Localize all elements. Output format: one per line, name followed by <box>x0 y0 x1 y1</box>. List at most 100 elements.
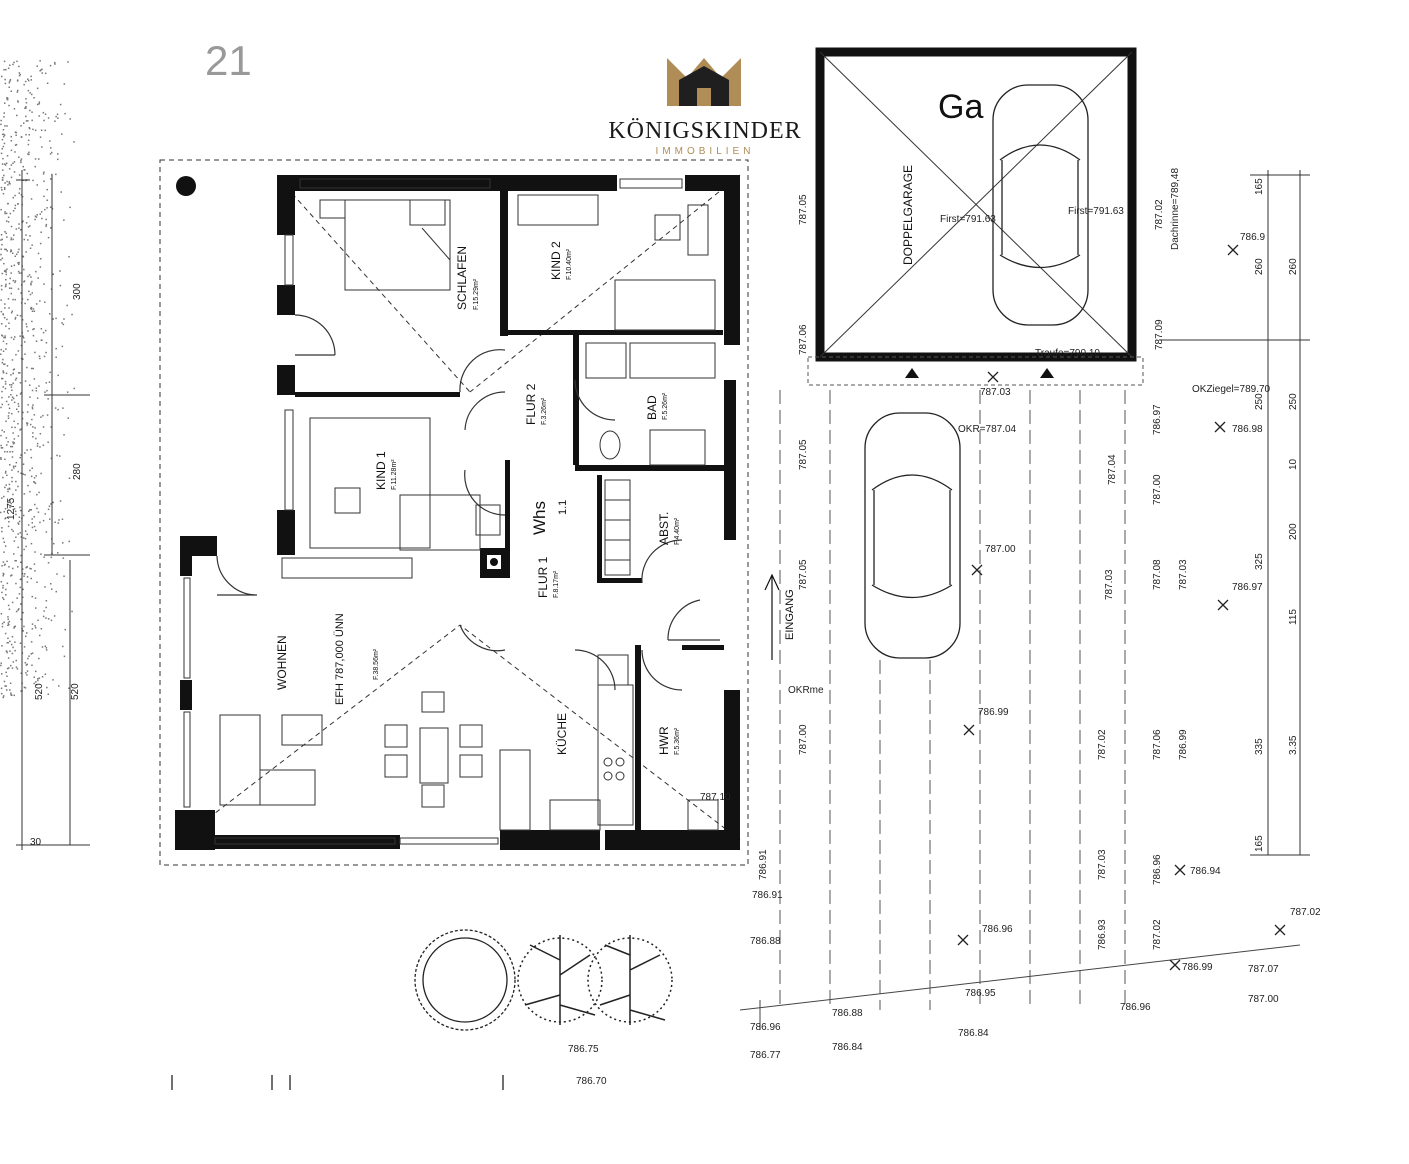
lv-6: 787.03 <box>980 387 1011 398</box>
tree-round <box>414 929 516 1031</box>
lv-35: 786.77 <box>750 1050 781 1061</box>
lv-7: 787.04 <box>1107 454 1118 485</box>
room-kind2: KIND 2 <box>549 241 563 280</box>
room-kind2-area: F.10.40m² <box>566 248 573 280</box>
dim-520a: 520 <box>34 683 45 700</box>
rdim-260b: 260 <box>1288 258 1299 275</box>
lv-19: 787.02 <box>1097 729 1108 760</box>
lv-21: 786.99 <box>1178 729 1189 760</box>
rdim-200: 200 <box>1288 523 1299 540</box>
right-dimension-chain <box>1160 170 1310 856</box>
entrance-arrow <box>764 573 780 660</box>
lv-34: 786.84 <box>832 1042 863 1053</box>
room-flur1: FLUR 1 <box>536 556 550 598</box>
lv-38: 786.75 <box>568 1044 599 1055</box>
garage-partial-label: Ga <box>938 88 983 126</box>
lv-16: 786.97 <box>1232 582 1263 593</box>
room-abst: ABST. <box>657 512 671 545</box>
lv-20: 787.06 <box>1152 729 1163 760</box>
lv-10: 787.00 <box>985 544 1016 555</box>
roof-outline <box>159 159 749 866</box>
lv-24: 786.91 <box>758 849 769 880</box>
lv-18: 787.00 <box>798 724 809 755</box>
furniture <box>219 194 719 831</box>
lv-2: 787.06 <box>798 324 809 355</box>
left-dimension-chain <box>16 170 90 850</box>
room-schlafen-area: F.15.29m² <box>473 278 480 310</box>
door-swings <box>216 314 720 691</box>
garage-first2: First=791.63 <box>1068 206 1124 217</box>
garage-label: DOPPELGARAGE <box>901 165 915 265</box>
lv-33: 786.95 <box>965 988 996 999</box>
lv-26: 786.88 <box>750 936 781 947</box>
lv-17: 786.99 <box>978 707 1009 718</box>
lv-31: 787.02 <box>1290 907 1321 918</box>
rdim-260a: 260 <box>1254 258 1265 275</box>
lv-14: 787.08 <box>1152 559 1163 590</box>
garage-first: First=791.63 <box>940 214 996 225</box>
room-hwr: HWR <box>657 726 671 755</box>
crown-logo-icon <box>667 58 741 106</box>
rdim-250b: 250 <box>1288 393 1299 410</box>
lv-36: 786.88 <box>832 1008 863 1019</box>
dim-300: 300 <box>72 283 83 300</box>
lv-25: 786.91 <box>752 890 783 901</box>
okr-label: OKR=787.04 <box>958 424 1017 435</box>
lv-43: 787.07 <box>1248 964 1279 975</box>
room-whs: Whs <box>530 501 549 535</box>
scan-speckle <box>0 60 75 699</box>
room-kind1: KIND 1 <box>374 451 388 490</box>
rdim-115: 115 <box>1288 609 1299 625</box>
room-flur2-area: F.3.26m² <box>541 397 548 425</box>
car-driveway <box>864 412 961 659</box>
level-markers <box>957 244 1286 971</box>
lv-1: 787.05 <box>798 194 809 225</box>
room-bad: BAD <box>645 395 659 420</box>
dim-280: 280 <box>72 463 83 480</box>
lv-9: 786.98 <box>1232 424 1263 435</box>
logo-subtitle: IMMOBILIEN <box>655 146 755 157</box>
tree-branches-1 <box>517 935 603 1025</box>
lv-28: 787.03 <box>1097 849 1108 880</box>
rdim-335b: 3.35 <box>1288 735 1299 755</box>
rdim-335a: 335 <box>1254 738 1265 755</box>
room-kind1-area: F.11.28m² <box>391 459 398 490</box>
room-schlafen: SCHLAFEN <box>455 246 469 310</box>
garage <box>807 47 1144 386</box>
lv-22: 786.96 <box>1152 854 1163 885</box>
efh-label: EFH 787,000 ÜNN <box>334 613 346 705</box>
room-kueche: KÜCHE <box>555 713 569 755</box>
level-texts: 787.05 787.06 787.02 787.09 786.9 787.03… <box>568 194 1321 1087</box>
tree-branches-2 <box>587 935 673 1025</box>
lv-42: 786.93 <box>1097 919 1108 950</box>
rdim-325: 325 <box>1254 553 1265 570</box>
lv-41: 786.96 <box>750 1022 781 1033</box>
lv-32: 787.00 <box>1248 994 1279 1005</box>
dim-520b: 520 <box>70 683 81 700</box>
logo-wordmark: KÖNIGSKINDER <box>608 118 802 144</box>
bottom-ticks <box>171 1075 504 1090</box>
lv-8: 786.97 <box>1152 404 1163 435</box>
house-walls <box>175 175 740 850</box>
lv-4: 787.09 <box>1154 319 1165 350</box>
scan-faded-number: 21 <box>205 37 252 84</box>
lv-5: 786.9 <box>1240 232 1265 243</box>
lv-45: 787.10 <box>700 792 731 803</box>
room-wohnen: WOHNEN <box>275 635 289 690</box>
room-abst-area: F.4.40m² <box>674 517 681 545</box>
entrance-label: EINGANG <box>784 589 796 640</box>
rdim-165a: 165 <box>1254 178 1265 195</box>
dim-1275: 1275 <box>6 497 17 520</box>
room-flur2: FLUR 2 <box>524 383 538 425</box>
lv-11: 787.05 <box>798 559 809 590</box>
lv-15: 787.03 <box>1178 559 1189 590</box>
lv-40: 786.96 <box>1120 1002 1151 1013</box>
rdim-dachrinne: Dachrinne=789,48 <box>1170 168 1181 250</box>
rdim-10: 10 <box>1288 458 1299 470</box>
rdim-250a: 250 <box>1254 393 1265 410</box>
garage-traufe: Traufe=790.10 <box>1035 348 1100 359</box>
okrme-label: OKRme <box>788 685 824 696</box>
room-hwr-area: F.5.36m² <box>674 727 681 755</box>
lv-12: 787.03 <box>1104 569 1115 600</box>
